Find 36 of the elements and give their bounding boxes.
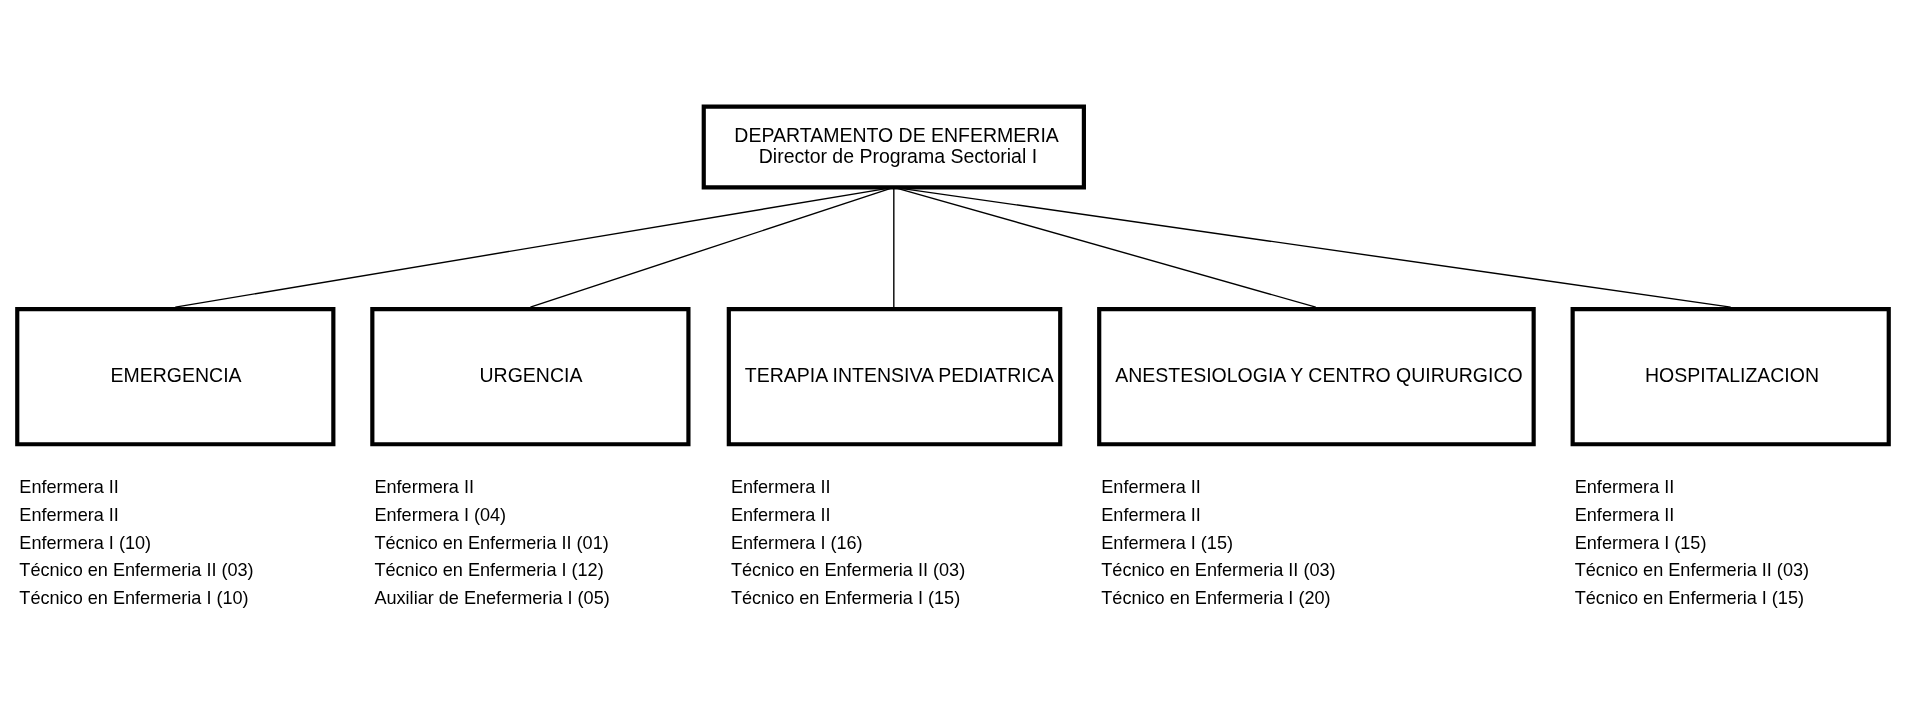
node-label: Enfermera II [1101,476,1201,497]
connector [174,186,895,308]
node-label: Enfermera II [730,504,831,525]
node-box: URGENCIA [370,307,691,447]
node-label: Enfermera II [730,476,831,497]
connector [529,186,895,308]
node-label: Técnico en Enfermeria I (15) [1574,588,1805,609]
node-label: Enfermera II [19,504,119,525]
node-label: Enfermera II [374,476,474,497]
node-label: Auxiliar de Enefermeria I (05) [374,588,610,609]
node-box: HOSPITALIZACION [1570,307,1891,447]
node-label: Técnico en Enfermeria II (03) [730,560,966,581]
node-label: Técnico en Enfermeria I (15) [730,588,961,609]
node-label: Enfermera II [1574,476,1675,497]
node-label: Enfermera I (16) [730,532,863,553]
node-label: Enfermera I (15) [1574,532,1707,553]
node-label: Enfermera I (10) [19,532,152,553]
node-label: Técnico en Enfermeria II (03) [1574,560,1810,581]
node-box: TERAPIA INTENSIVA PEDIATRICA [726,307,1063,447]
node-label: Técnico en Enfermeria II (01) [374,532,609,553]
node-label: Técnico en Enfermeria II (03) [19,560,254,581]
node-label: Enfermera I (04) [374,504,507,525]
node-label: Técnico en Enfermeria I (20) [1101,588,1331,609]
node-label: Técnico en Enfermeria I (12) [374,560,604,581]
node-label: Enfermera I (15) [1101,532,1234,553]
node-label: Enfermera II [1101,504,1201,525]
node-box: DEPARTAMENTO DE ENFERMERIA Director de Programa Sectorial I [701,104,1086,190]
node-label: Enfermera II [1574,504,1675,525]
node-label: Enfermera II [19,476,119,497]
node-box: EMERGENCIA [15,307,336,447]
node-label: Técnico en Enfermeria II (03) [1101,560,1336,581]
node-label: Técnico en Enfermeria I (10) [19,588,249,609]
connector [893,186,895,308]
node-box: ANESTESIOLOGIA Y CENTRO QUIRURGICO [1097,307,1536,447]
connector [893,186,1732,308]
connector [893,186,1317,308]
